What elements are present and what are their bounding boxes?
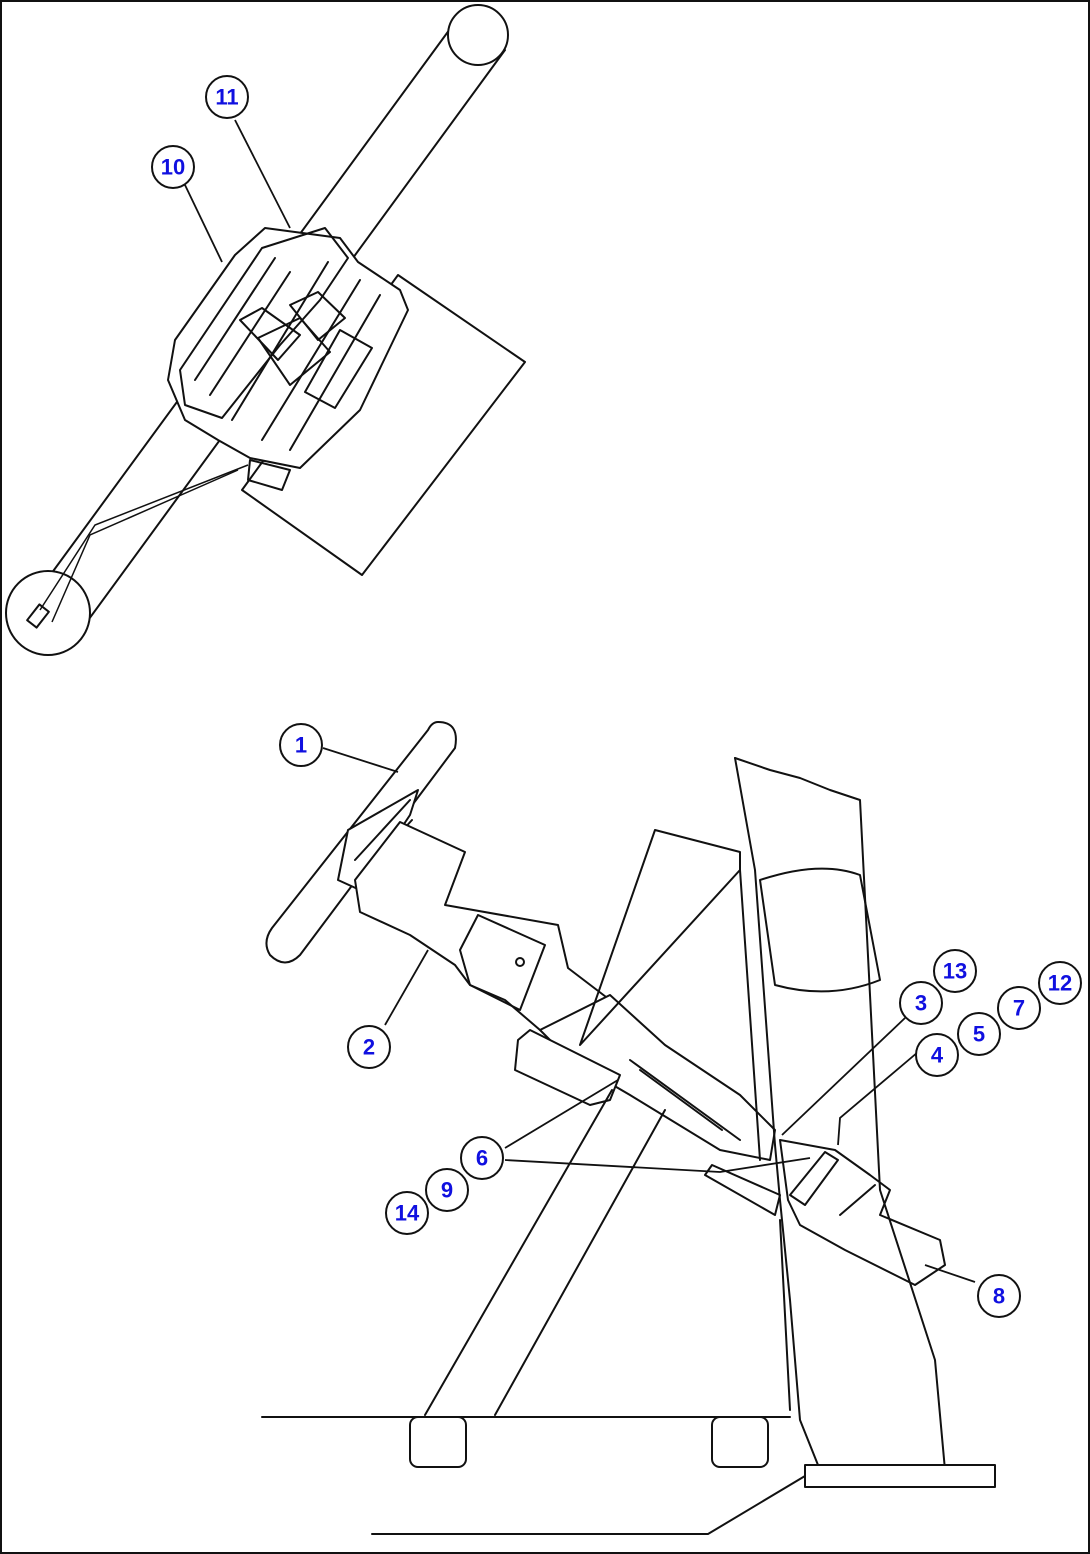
bracket-block-4 [304,329,373,409]
callout-12-label: 12 [1048,971,1072,996]
support-leg-1 [424,1089,613,1416]
callout-1: 1 [279,723,323,767]
bracket-block-1 [239,307,301,361]
bracket-line-2 [209,271,291,396]
bracket-line-1 [194,257,276,381]
leader-10 [184,184,223,263]
side-view-drawing [261,721,996,1535]
frame-right-edge [734,757,946,1471]
bracket-line-5 [289,294,381,451]
callout-14: 14 [385,1191,429,1235]
callout-3: 3 [899,981,943,1025]
column-housing [354,821,611,1036]
leader-2 [384,949,429,1026]
lever-bracket [514,1029,621,1106]
callout-9-label: 9 [441,1178,453,1203]
leader-11 [234,119,291,229]
linkage-upper [39,464,249,611]
leader-4 [837,1051,919,1146]
bracket-line-3 [231,261,329,421]
leader-6b [504,1157,811,1173]
callout-4: 4 [915,1033,959,1077]
callout-2-label: 2 [363,1035,375,1060]
callout-layer: 11 10 1 2 13 3 12 7 5 4 6 9 14 8 [151,75,1082,1318]
callout-7: 7 [997,986,1041,1030]
bracket-foot [247,459,291,491]
hub-line-1 [354,799,411,861]
callout-3-label: 3 [915,991,927,1016]
leader-6a [504,1079,619,1149]
callout-8-label: 8 [993,1284,1005,1309]
column-bolt [515,957,525,967]
floor-mount-left [409,1416,467,1468]
leader-8 [924,1264,976,1283]
shaft-spring-1 [629,1059,741,1141]
bracket-front [179,227,349,419]
leader-3 [781,1017,906,1136]
frame-left-edge [734,757,821,1471]
callout-6-label: 6 [476,1146,488,1171]
cylinder-clamp [789,1151,839,1206]
callout-8: 8 [977,1274,1021,1318]
linkage-lower [51,469,239,623]
callout-13: 13 [933,949,977,993]
callout-2: 2 [347,1025,391,1069]
lower-cylinder [779,1139,946,1286]
bracket-block-3 [289,291,346,341]
callout-13-label: 13 [943,959,967,984]
callout-10: 10 [151,145,195,189]
leader-1 [322,747,399,773]
callout-11: 11 [205,75,249,119]
floor-mount-right [711,1416,769,1468]
frame-window [759,867,881,993]
callout-1-label: 1 [295,733,307,758]
top-knob [447,4,509,66]
top-view-drawing [5,4,526,656]
callout-6: 6 [460,1136,504,1180]
callout-10-label: 10 [161,155,185,180]
callout-7-label: 7 [1013,996,1025,1021]
callout-5: 5 [957,1012,1001,1056]
shaft-spring-2 [639,1069,723,1131]
callout-9: 9 [425,1168,469,1212]
callout-11-label: 11 [215,85,238,110]
pedal-link [371,1475,806,1535]
support-post-2 [779,1219,791,1411]
bracket-line-4 [261,279,361,441]
support-post [739,869,761,1161]
support-leg-2 [494,1109,666,1416]
callout-12: 12 [1038,961,1082,1005]
pedal-base [804,1464,996,1488]
cylinder-ring [839,1184,876,1216]
callout-4-label: 4 [931,1043,944,1068]
bracket-block-2 [257,317,331,386]
column-block [459,914,546,1011]
callout-14-label: 14 [395,1201,420,1226]
leader-lines [184,119,976,1283]
callout-5-label: 5 [973,1022,985,1047]
bottom-slot [26,603,50,629]
